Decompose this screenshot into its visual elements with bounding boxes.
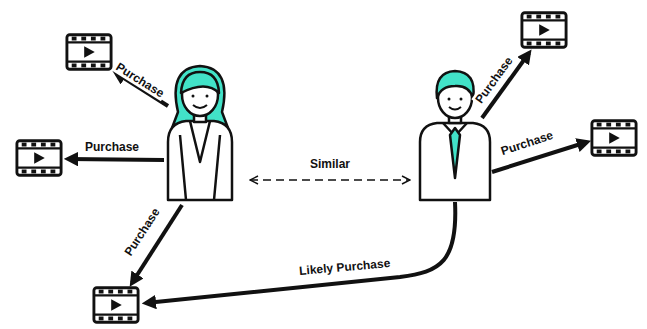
- arrow-label: Likely Purchase: [297, 256, 393, 278]
- video-icon: [94, 288, 138, 323]
- arrow-label: Purchase: [112, 59, 169, 102]
- video-icon: [522, 13, 566, 48]
- likely-purchase-arrow: [146, 202, 455, 303]
- video-icon: [17, 141, 61, 176]
- arrow-label: Purchase: [120, 204, 163, 260]
- woman-figure: [168, 66, 232, 200]
- arrow-label: Purchase: [471, 52, 516, 107]
- similar-arrow: [250, 179, 410, 181]
- arrow-label: Purchase: [83, 140, 141, 154]
- video-icon: [67, 35, 111, 70]
- arrow-label: Similar: [308, 157, 352, 171]
- purchase-arrow: [68, 159, 164, 160]
- arrow-label: Purchase: [497, 127, 557, 158]
- video-icon: [592, 121, 636, 156]
